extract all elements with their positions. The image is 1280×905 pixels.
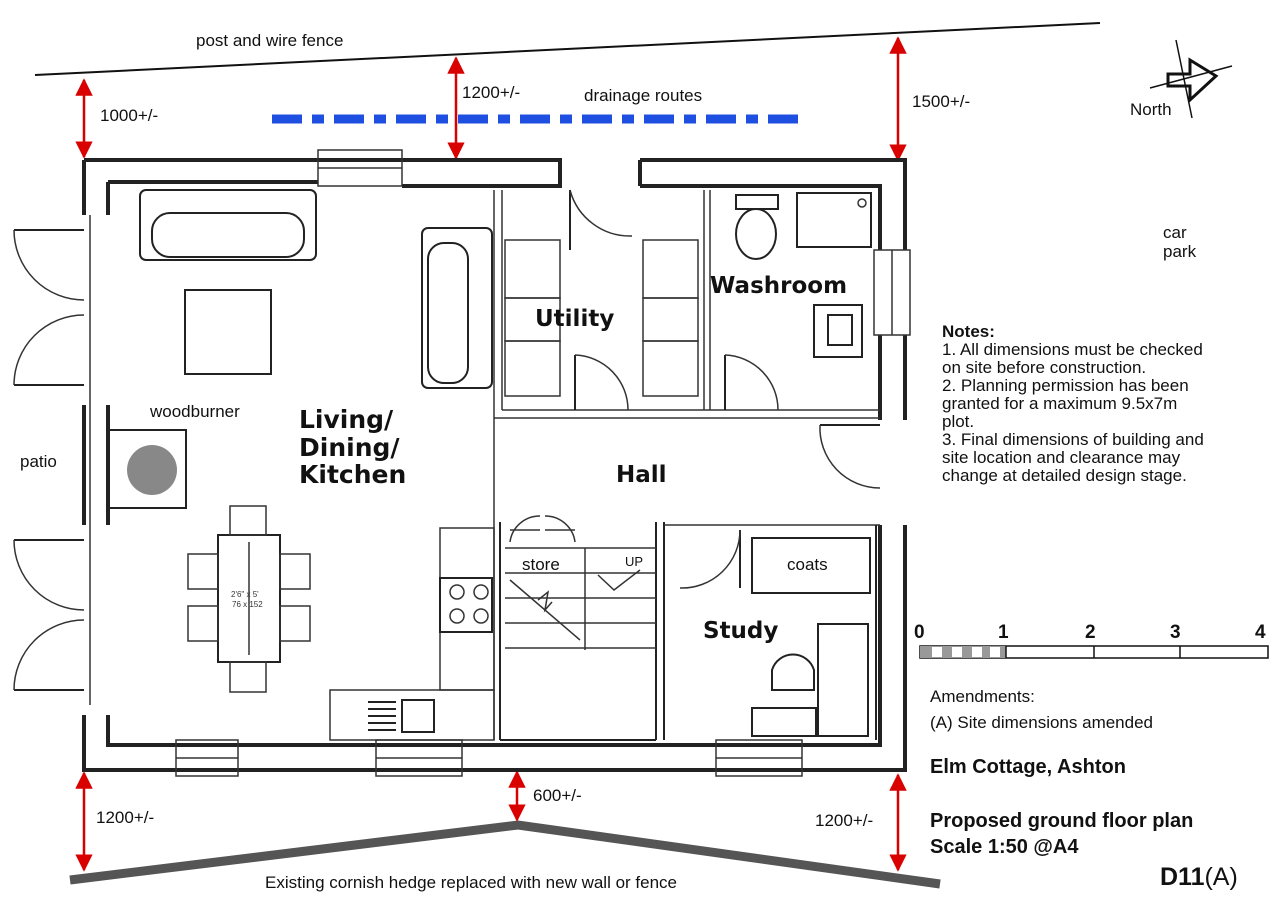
scale-tick-1: 1 [998, 622, 1009, 643]
stair-up-label: UP [625, 554, 643, 569]
room-label-study: Study [703, 618, 778, 644]
drawing-title: Proposed ground floor plan [930, 810, 1193, 832]
notes-line-6: 3. Final dimensions of building and [942, 430, 1204, 449]
store-label: store [522, 555, 560, 574]
north-arrow-icon [1149, 39, 1233, 119]
car-park-label-2: park [1163, 242, 1197, 261]
notes-line-4: granted for a maximum 9.5x7m [942, 394, 1177, 413]
drawing-revision: (A) [1204, 863, 1237, 891]
room-label-washroom: Washroom [710, 273, 847, 299]
drawing-scale: Scale 1:50 @A4 [930, 836, 1079, 858]
amendments-heading: Amendments: [930, 687, 1035, 706]
drawing-ref-number: D11 [1160, 863, 1205, 891]
kitchen-fittings [329, 527, 495, 741]
room-label-utility: Utility [535, 306, 614, 332]
coats-label: coats [787, 555, 828, 574]
cornish-hedge-line [69, 820, 941, 889]
notes-heading: Notes: [942, 322, 995, 341]
living-furniture [107, 189, 493, 693]
woodburner-label: woodburner [149, 402, 240, 421]
scale-bar [919, 645, 1269, 659]
scale-tick-3: 3 [1170, 622, 1181, 643]
notes-line-3: 2. Planning permission has been [942, 376, 1189, 395]
dimension-left-top: 1000+/- [100, 106, 158, 125]
dimension-left-bottom: 1200+/- [96, 808, 154, 827]
notes-line-7: site location and clearance may [942, 448, 1181, 467]
project-title: Elm Cottage, Ashton [930, 756, 1126, 778]
scale-tick-4: 4 [1255, 622, 1266, 643]
windows [175, 149, 911, 777]
scale-tick-0: 0 [914, 622, 925, 643]
car-park-label-1: car [1163, 223, 1187, 242]
room-label-living-2: Dining/ [299, 433, 400, 462]
drawing-reference: D11(A) [1160, 863, 1238, 891]
dimension-right-top: 1500+/- [912, 92, 970, 111]
room-label-living-3: Kitchen [299, 460, 406, 489]
room-label-hall: Hall [616, 462, 667, 488]
patio-doors [13, 215, 114, 715]
notes-line-8: change at detailed design stage. [942, 466, 1187, 485]
room-label-living-1: Living/ [299, 405, 394, 434]
table-size-label-2: 76 x 152 [232, 600, 263, 609]
patio-label: patio [20, 452, 57, 471]
scale-tick-2: 2 [1085, 622, 1096, 643]
notes-line-1: 1. All dimensions must be checked [942, 340, 1203, 359]
dimension-mid-top: 1200+/- [462, 83, 520, 102]
dimension-mid-bottom: 600+/- [533, 786, 582, 805]
hedge-label: Existing cornish hedge replaced with new… [265, 873, 677, 892]
washroom-fittings [735, 192, 872, 358]
dimension-right-bottom: 1200+/- [815, 811, 873, 830]
interior-doors [509, 189, 881, 589]
post-wire-fence-line [34, 22, 1101, 76]
amendment-item-a: (A) Site dimensions amended [930, 713, 1153, 732]
north-label: North [1130, 100, 1172, 119]
staircase [505, 547, 656, 650]
utility-fittings [504, 239, 699, 397]
study-fittings [751, 537, 871, 737]
fence-label: post and wire fence [196, 31, 343, 50]
woodburner-stove [127, 445, 177, 495]
notes-line-2: on site before construction. [942, 358, 1146, 377]
notes-line-5: plot. [942, 412, 974, 431]
table-size-label-1: 2'6" x 5' [231, 590, 259, 599]
drainage-label: drainage routes [584, 86, 702, 105]
